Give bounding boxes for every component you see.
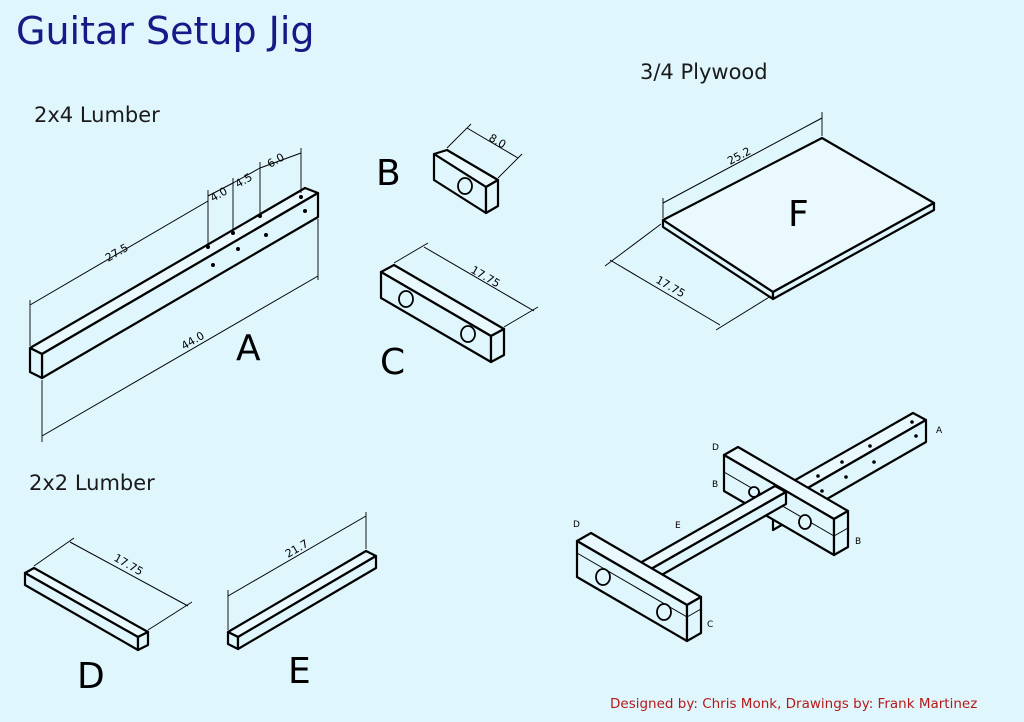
part-a-dim-4-0: 4.0	[208, 185, 230, 205]
part-f-dim-17-75: 17.75	[654, 273, 688, 300]
assembly-label-d-lower: D	[573, 520, 580, 530]
assembly-label-d-upper: D	[712, 443, 719, 453]
part-d-dim-17-75: 17.75	[112, 551, 146, 578]
part-e-top	[226, 549, 378, 639]
credits: Designed by: Chris Monk, Drawings by: Fr…	[610, 696, 977, 712]
part-d-front	[23, 571, 140, 652]
part-b-dim-8-0: 8.0	[487, 131, 509, 151]
part-d-top	[23, 566, 150, 639]
part-a-letter: A	[236, 328, 261, 369]
part-f-letter: F	[788, 194, 809, 235]
part-e: 21.7 E	[226, 512, 378, 692]
part-d-letter: D	[77, 656, 105, 697]
part-a-end	[28, 346, 44, 380]
section-2x4-lumber: 2x4 Lumber	[34, 103, 160, 127]
part-b-end	[484, 178, 500, 215]
part-a-dim-6-0: 6.0	[265, 151, 287, 171]
assembly-e-front	[649, 490, 788, 583]
part-c-dim-17-75: 17.75	[469, 263, 503, 290]
assembly-label-b-upper: B	[712, 480, 718, 490]
assembly-e-top	[638, 484, 788, 571]
assembly-label-e: E	[675, 521, 681, 531]
assembly-d-upper-end	[832, 509, 850, 557]
part-a-dim-4-5: 4.5	[233, 171, 255, 191]
assembly-label-c: C	[707, 620, 713, 630]
assembly-view: A D B B E D C	[573, 411, 943, 643]
part-a-dim-27-5: 27.5	[103, 241, 131, 265]
section-2x2-lumber: 2x2 Lumber	[29, 471, 155, 495]
page-title: Guitar Setup Jig	[16, 9, 315, 53]
assembly-lower-end	[685, 595, 703, 643]
assembly-label-a: A	[936, 426, 943, 436]
part-b: 8.0 B	[376, 123, 523, 215]
part-c-letter: C	[380, 342, 405, 383]
part-a-front	[40, 191, 320, 380]
part-f-side	[771, 201, 936, 301]
part-a-top	[28, 186, 320, 356]
part-e-dim-21-7: 21.7	[283, 537, 311, 561]
part-c-end	[489, 327, 506, 364]
part-f: 25.2 17.75 F	[604, 112, 936, 331]
section-plywood: 3/4 Plywood	[640, 60, 768, 84]
part-a: 27.5 44.0 4.0 4.5 6.0 A	[28, 148, 320, 442]
part-d: 17.75 D	[23, 537, 193, 697]
assembly-label-b-lower: B	[855, 537, 861, 547]
part-e-front	[236, 554, 378, 651]
part-e-letter: E	[288, 651, 311, 692]
part-b-letter: B	[376, 153, 401, 194]
part-f-dim-25-2: 25.2	[725, 145, 753, 168]
part-c: 17.75 C	[379, 242, 539, 383]
part-d-end	[136, 630, 150, 652]
